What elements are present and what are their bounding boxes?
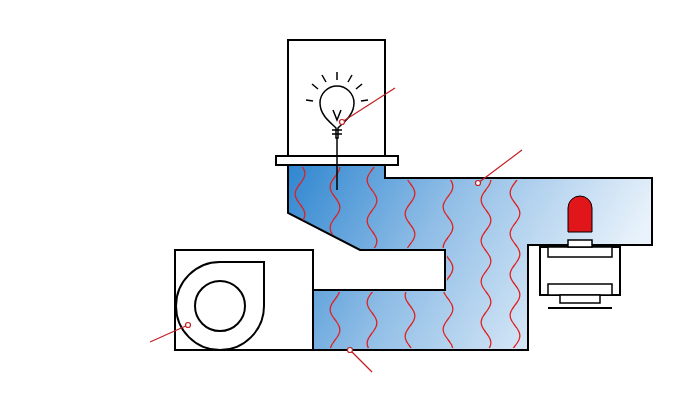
leader-lines: [150, 88, 522, 372]
lamp-bulb: [306, 72, 368, 190]
wave-guide: [288, 165, 652, 350]
magnetron-symbol: [540, 196, 620, 308]
microwave-lines: [295, 160, 520, 355]
fan-rotor: [195, 281, 245, 331]
fan-housing: [175, 250, 313, 350]
fan-scroll: [176, 262, 264, 350]
